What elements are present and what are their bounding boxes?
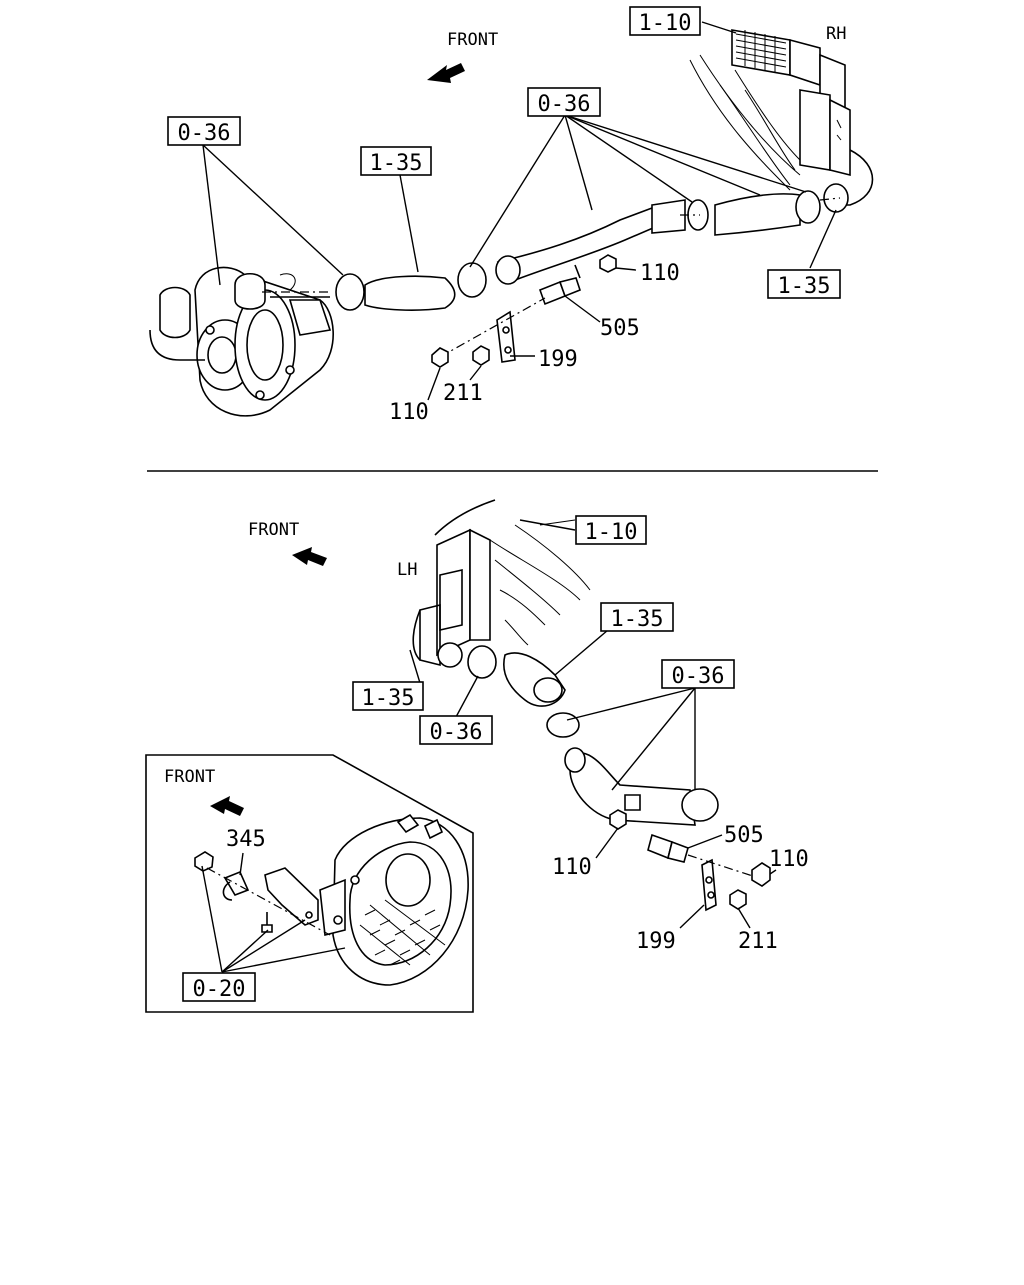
upper-ref-0-36-left-text: 0-36 <box>178 121 231 146</box>
upper-part-199-bracket: 199 <box>538 347 578 372</box>
lower-front-label: FRONT <box>248 520 299 540</box>
upper-ref-1-35-right: 1-35 <box>767 269 841 299</box>
upper-part-110-nut-right: 110 <box>640 261 680 286</box>
lower-part-110-nut-left: 110 <box>552 855 592 880</box>
lower-ref-1-35-left: 1-35 <box>352 681 424 711</box>
lower-ref-0-36-right-text: 0-36 <box>672 664 725 689</box>
inset-bracket-drawing <box>194 851 331 936</box>
inset-front-label: FRONT <box>164 767 215 787</box>
inset-frame <box>145 754 474 1013</box>
lower-ref-1-35-upper-text: 1-35 <box>611 607 664 632</box>
upper-front-label: FRONT <box>447 30 498 50</box>
lower-hoses-drawing <box>467 645 719 826</box>
upper-ref-1-35-left-text: 1-35 <box>370 151 423 176</box>
upper-intercooler-drawing <box>689 29 874 206</box>
inset-detail: FRONT <box>145 754 474 1013</box>
lower-sensor-drawing <box>609 809 771 912</box>
lower-part-505-sensor: 505 <box>724 823 764 848</box>
inset-front-arrow-icon <box>210 796 244 816</box>
inset-leader-lines <box>201 852 346 973</box>
lower-ref-0-36-left-text: 0-36 <box>430 720 483 745</box>
upper-ref-0-36-center-text: 0-36 <box>538 92 591 117</box>
upper-sensor-drawing <box>431 254 617 368</box>
upper-turbocharger-drawing <box>149 266 334 417</box>
lower-side-label: LH <box>397 560 417 580</box>
upper-part-211-nut: 211 <box>443 381 483 406</box>
upper-ref-0-36-center: 0-36 <box>527 87 601 117</box>
inset-part-345-clip: 345 <box>226 827 266 852</box>
lower-front-arrow-icon <box>292 547 327 566</box>
lower-part-211-nut: 211 <box>738 929 778 954</box>
lower-leader-lines <box>409 519 777 929</box>
upper-view-rh: FRONT RH <box>149 6 874 425</box>
lower-ref-0-36-right: 0-36 <box>661 659 735 689</box>
inset-ref-0-20: 0-20 <box>182 972 256 1002</box>
lower-ref-1-35-left-text: 1-35 <box>362 686 415 711</box>
upper-ref-0-36-left: 0-36 <box>167 116 241 146</box>
upper-front-arrow-icon <box>427 63 465 83</box>
upper-ref-1-10-text: 1-10 <box>639 11 692 36</box>
upper-ref-1-35-right-text: 1-35 <box>778 274 831 299</box>
upper-ref-1-10: 1-10 <box>629 6 701 36</box>
upper-ref-1-35-left: 1-35 <box>360 146 432 176</box>
upper-part-110-nut-left: 110 <box>389 400 429 425</box>
lower-intercooler-drawing <box>412 499 591 668</box>
lower-ref-1-35-upper: 1-35 <box>600 602 674 632</box>
lower-part-110-nut-right: 110 <box>769 847 809 872</box>
upper-hoses-drawing <box>262 183 849 311</box>
upper-side-label: RH <box>826 24 846 44</box>
upper-part-505-sensor: 505 <box>600 316 640 341</box>
lower-part-199-bracket: 199 <box>636 929 676 954</box>
lower-view-lh: FRONT LH <box>248 499 809 954</box>
inset-housing-drawing <box>319 813 469 986</box>
lower-ref-0-36-left: 0-36 <box>419 715 493 745</box>
inset-ref-0-20-text: 0-20 <box>193 977 246 1002</box>
lower-ref-1-10-text: 1-10 <box>585 520 638 545</box>
upper-leader-lines <box>202 21 837 401</box>
lower-ref-1-10: 1-10 <box>575 515 647 545</box>
